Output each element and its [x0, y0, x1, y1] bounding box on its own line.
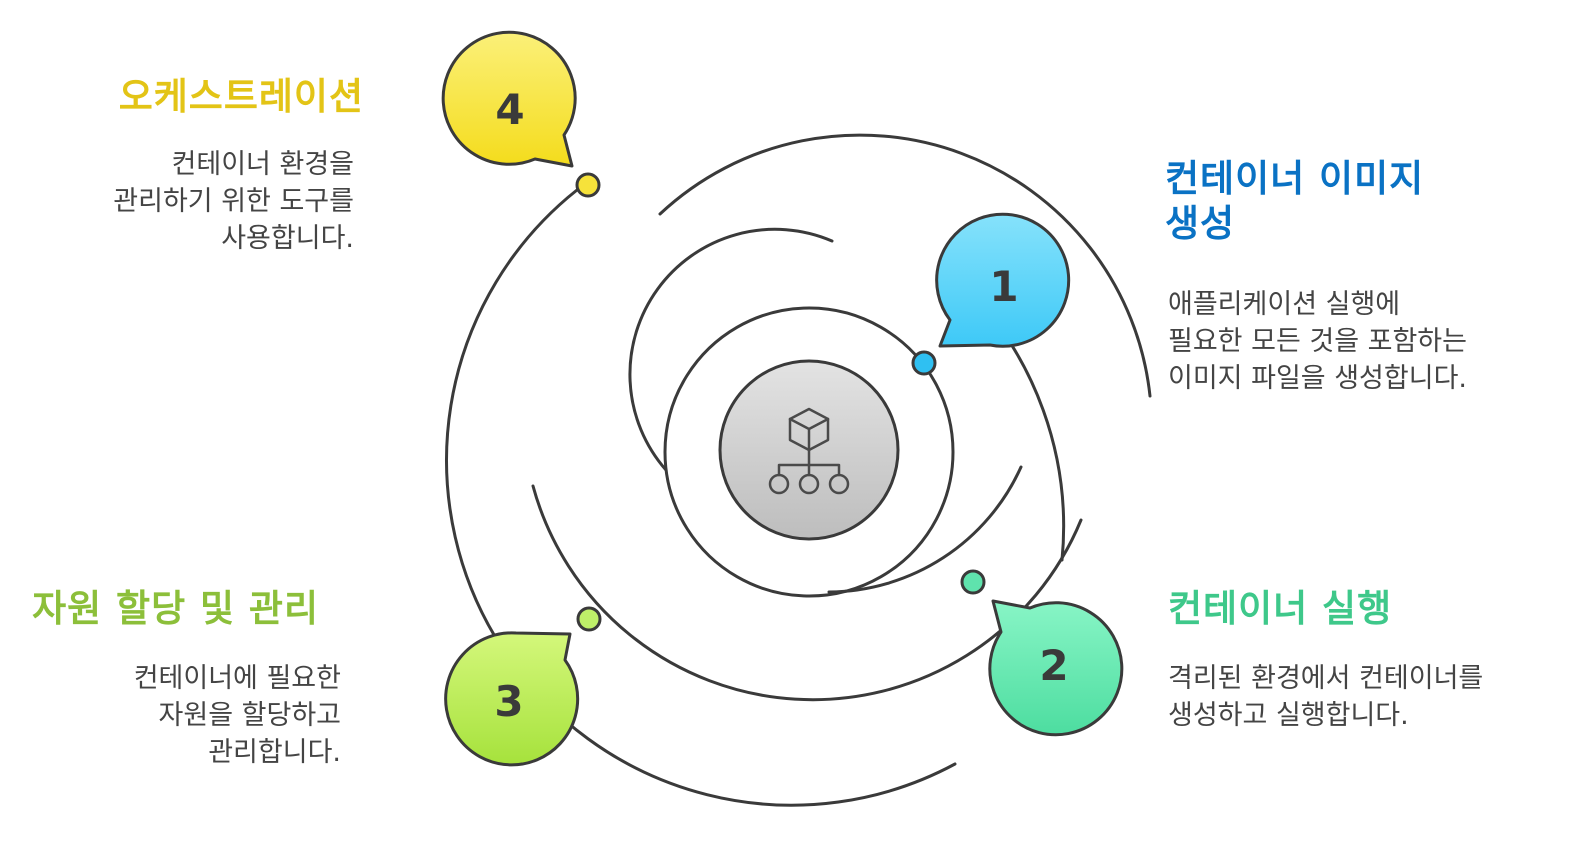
center-hub	[718, 359, 900, 541]
step-4-title: 오케스트레이션	[119, 74, 364, 119]
step-4-bubble: 4	[441, 30, 577, 168]
step-2-dot	[960, 569, 986, 595]
step-3-title: 자원 할당 및 관리	[32, 586, 319, 631]
step-4-description: 컨테이너 환경을 관리하기 위한 도구를 사용합니다.	[113, 146, 354, 257]
step-1-bubble: 1	[935, 212, 1071, 348]
step-3-dot	[576, 606, 602, 632]
orbit-ring-middle	[827, 465, 1023, 594]
step-3-description: 컨테이너에 필요한 자원을 할당하고 관리합니다.	[134, 660, 341, 771]
step-3-desc-line: 자원을 할당하고	[158, 700, 341, 731]
step-4-dot	[575, 172, 601, 198]
step-2-title: 컨테이너 실행	[1168, 586, 1392, 631]
step-1-desc-line: 애플리케이션 실행에	[1168, 289, 1401, 320]
step-2-title-line: 컨테이너 실행	[1168, 587, 1393, 630]
step-1-title: 컨테이너 이미지 생성	[1165, 156, 1424, 246]
step-1-title-line: 컨테이너 이미지	[1165, 157, 1425, 200]
step-2-desc-line: 격리된 환경에서 컨테이너를	[1168, 663, 1484, 694]
step-3-title-line: 자원 할당 및 관리	[32, 587, 319, 630]
step-1-dot	[911, 350, 937, 376]
step-2-number: 2	[1039, 641, 1068, 690]
orbit-ring-middle-2	[658, 133, 1152, 398]
step-2-bubble: 2	[988, 599, 1124, 737]
step-4-desc-line: 관리하기 위한 도구를	[113, 186, 354, 217]
step-1-description: 애플리케이션 실행에 필요한 모든 것을 포함하는 이미지 파일을 생성합니다.	[1168, 286, 1467, 397]
step-4-desc-line: 컨테이너 환경을	[171, 149, 354, 180]
step-3-desc-line: 컨테이너에 필요한	[133, 663, 341, 694]
orbit-ring-inner-full	[663, 306, 955, 598]
step-2-desc-line: 생성하고 실행합니다.	[1168, 700, 1409, 731]
step-2-description: 격리된 환경에서 컨테이너를 생성하고 실행합니다.	[1168, 660, 1483, 734]
step-4-title-line: 오케스트레이션	[118, 75, 364, 118]
step-3-bubble: 3	[444, 631, 580, 767]
step-1-title-line: 생성	[1165, 202, 1236, 245]
step-1-desc-line: 필요한 모든 것을 포함하는	[1168, 326, 1467, 357]
step-3-number: 3	[494, 677, 523, 726]
step-4-number: 4	[495, 85, 524, 134]
step-1-desc-line: 이미지 파일을 생성합니다.	[1168, 363, 1467, 394]
orbit-ring-inner	[628, 227, 834, 472]
step-4-desc-line: 사용합니다.	[221, 223, 354, 254]
container-network-icon	[768, 407, 850, 495]
step-3-desc-line: 관리합니다.	[208, 737, 341, 768]
step-1-number: 1	[989, 262, 1018, 311]
